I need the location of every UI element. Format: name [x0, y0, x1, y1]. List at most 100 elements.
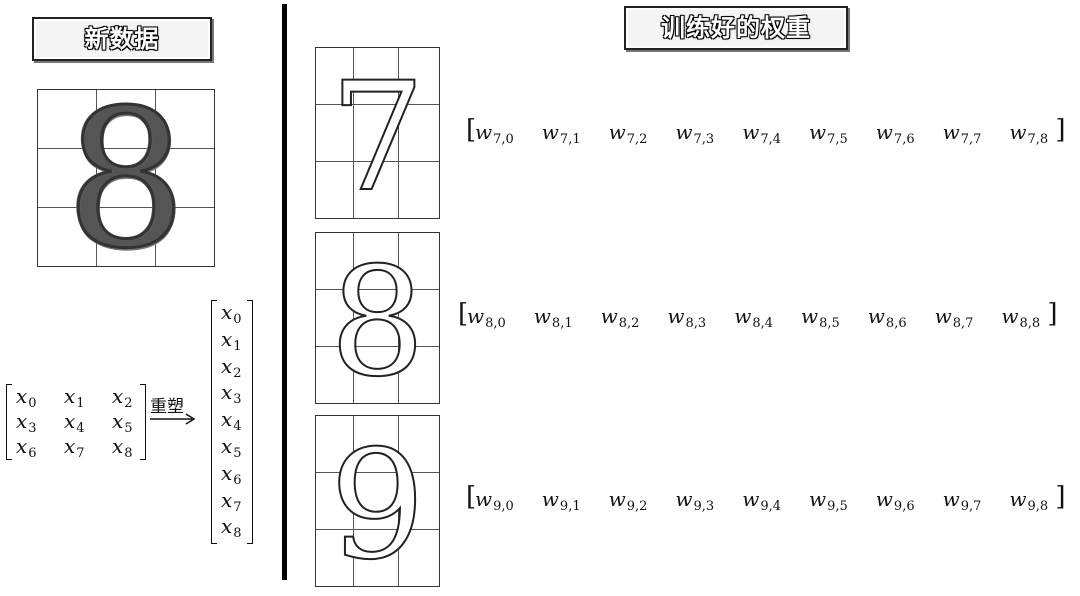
matrix-entry: x4	[64, 409, 85, 436]
weight-entry: w8,4	[734, 304, 773, 331]
subscript: 8	[124, 446, 133, 461]
weight-entry: w8,2	[600, 304, 640, 331]
vector-entry: x5	[221, 434, 242, 461]
class-digit-7: 7	[329, 50, 426, 226]
subscript: 8	[233, 526, 242, 542]
subscript: 1	[233, 338, 242, 354]
subscript: 7	[233, 499, 242, 515]
subscript: 9,4	[760, 499, 781, 514]
vector-entry: x6	[221, 460, 242, 488]
weight-entry: w7,0	[475, 120, 514, 147]
weight-entry: w9,5	[809, 487, 848, 514]
vector-entry: x1	[221, 326, 242, 354]
subscript: 2	[233, 365, 242, 381]
class-card-7: 7	[315, 47, 440, 226]
subscript: 4	[76, 421, 85, 436]
weight-entry: w7,1	[541, 120, 581, 147]
left-bracket	[211, 300, 217, 544]
new-data-title: 新数据	[32, 17, 212, 61]
subscript: 6	[28, 446, 37, 461]
weight-entry: w7,7	[942, 120, 982, 147]
subscript: 9,8	[1027, 499, 1049, 514]
subscript: 8,5	[819, 316, 840, 331]
weight-entry: w9,0	[475, 487, 514, 514]
subscript: 4	[233, 419, 242, 435]
subscript: 1	[76, 396, 85, 411]
right-bracket	[140, 384, 146, 460]
subscript: 3	[28, 421, 37, 436]
vector-entry: x7	[221, 487, 242, 515]
subscript: 8,0	[485, 316, 506, 331]
vector-entry: x0	[221, 300, 242, 327]
subscript: 7,5	[827, 132, 848, 147]
subscript: 7,1	[559, 132, 581, 147]
weight-entry: w9,8	[1009, 487, 1049, 514]
subscript: 8,7	[952, 316, 974, 331]
vector-entry: x2	[221, 353, 242, 381]
subscript: 6	[233, 472, 242, 488]
subscript: 0	[233, 312, 242, 327]
subscript: 8,3	[685, 316, 707, 331]
weight-entry: w9,1	[541, 487, 581, 514]
vector-entry: x4	[221, 407, 242, 435]
weight-entry: w9,3	[675, 487, 715, 514]
matrix-entry: x1	[64, 384, 85, 411]
panel-divider	[282, 4, 287, 580]
matrix-entry: x2	[112, 384, 133, 411]
subscript: 7,8	[1027, 132, 1049, 147]
weight-entry: w9,7	[942, 487, 982, 514]
subscript: 7,7	[960, 132, 982, 147]
weight-entry: w9,2	[608, 487, 648, 514]
subscript: 9,6	[893, 499, 915, 514]
subscript: 8,2	[618, 316, 640, 331]
subscript: 3	[233, 392, 242, 408]
matrix-entry: x0	[16, 384, 37, 411]
reshape-label: 重塑	[150, 397, 184, 417]
vector-entry: x3	[221, 380, 242, 408]
input-digit-glyph: 8	[64, 69, 188, 290]
weight-entry: w9,6	[875, 487, 915, 514]
subscript: 8,6	[885, 316, 907, 331]
class-card-9: 9	[315, 415, 440, 594]
trained-weights-title: 训练好的权重	[624, 6, 848, 50]
subscript: 7,6	[893, 132, 915, 147]
subscript: 7	[76, 446, 85, 461]
input-digit-image: 8	[37, 69, 215, 290]
weight-entry: w7,4	[742, 120, 781, 147]
matrix-entry: x8	[112, 434, 133, 461]
left-bracket: [	[466, 115, 477, 145]
weight-entry: w7,6	[875, 120, 915, 147]
matrix-entry: x5	[112, 409, 133, 436]
subscript: 8,1	[551, 316, 573, 331]
subscript: 2	[124, 396, 133, 411]
subscript: 7,4	[760, 132, 781, 147]
subscript: 9,2	[626, 499, 648, 514]
vector-entry: x8	[221, 514, 242, 542]
subscript: 9,3	[693, 499, 715, 514]
weight-entry: w7,5	[809, 120, 848, 147]
weight-entry: w7,8	[1009, 120, 1049, 147]
weight-entry: w8,6	[867, 304, 907, 331]
subscript: 9,5	[827, 499, 848, 514]
weight-entry: w9,4	[742, 487, 781, 514]
weight-entry: w8,0	[467, 304, 506, 331]
right-bracket: ]	[1055, 482, 1066, 512]
left-bracket: [	[466, 482, 477, 512]
subscript: 7,0	[493, 132, 514, 147]
weight-entry: w8,8	[1001, 304, 1041, 331]
right-bracket	[247, 300, 253, 544]
class-digit-9: 9	[329, 418, 426, 594]
subscript: 9,0	[493, 499, 514, 514]
right-bracket: ]	[1055, 115, 1066, 145]
left-bracket	[6, 384, 12, 460]
subscript: 9,7	[960, 499, 982, 514]
weight-entry: w8,5	[801, 304, 840, 331]
class-digit-8: 8	[329, 235, 426, 411]
subscript: 7,3	[693, 132, 715, 147]
left-bracket: [	[458, 299, 469, 329]
weight-entry: w8,1	[533, 304, 573, 331]
